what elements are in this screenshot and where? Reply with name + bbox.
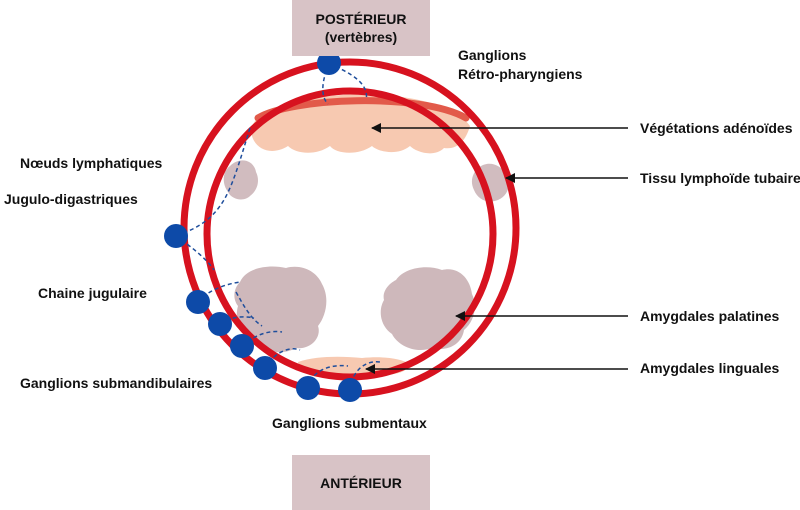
label-retro-line1: Ganglions <box>458 47 527 63</box>
palatine-tonsil-left <box>234 266 327 353</box>
label-submental: Ganglions submentaux <box>272 415 427 431</box>
label-retro-line2: Rétro-pharyngiens <box>458 66 583 82</box>
node-jugulodigastric <box>164 224 188 248</box>
lymph-nodes <box>164 51 362 402</box>
label-retropharyngeal: Ganglions Rétro-pharyngiens <box>458 46 582 84</box>
palatine-tonsil-right <box>380 267 475 351</box>
label-lingual: Amygdales linguales <box>640 360 780 376</box>
posterior-box: POSTÉRIEUR (vertèbres) <box>292 0 430 56</box>
node-submandibular-1 <box>230 334 254 358</box>
node-retropharyngeal <box>317 51 341 75</box>
node-submental-2 <box>338 378 362 402</box>
inner-ring <box>203 87 497 381</box>
label-palatine: Amygdales palatines <box>640 308 780 324</box>
label-jugulodigastric: Jugulo-digastriques <box>4 191 138 207</box>
node-jugular-1 <box>186 290 210 314</box>
tubal-tissue-left <box>223 160 258 200</box>
node-submental-1 <box>296 376 320 400</box>
anterior-label: ANTÉRIEUR <box>320 475 402 491</box>
node-submandibular-2 <box>253 356 277 380</box>
posterior-sublabel: (vertèbres) <box>324 29 398 45</box>
posterior-label: POSTÉRIEUR <box>315 11 407 27</box>
label-lymph-nodes: Nœuds lymphatiques <box>20 155 163 171</box>
label-tubal: Tissu lymphoïde tubaire <box>640 170 800 186</box>
label-jugular-chain: Chaine jugulaire <box>38 285 147 301</box>
node-jugular-2 <box>208 312 232 336</box>
callout-arrows <box>365 123 628 374</box>
label-adenoids: Végétations adénoïdes <box>640 120 793 136</box>
anterior-box: ANTÉRIEUR <box>292 455 430 510</box>
label-submandibular: Ganglions submandibulaires <box>20 375 213 391</box>
